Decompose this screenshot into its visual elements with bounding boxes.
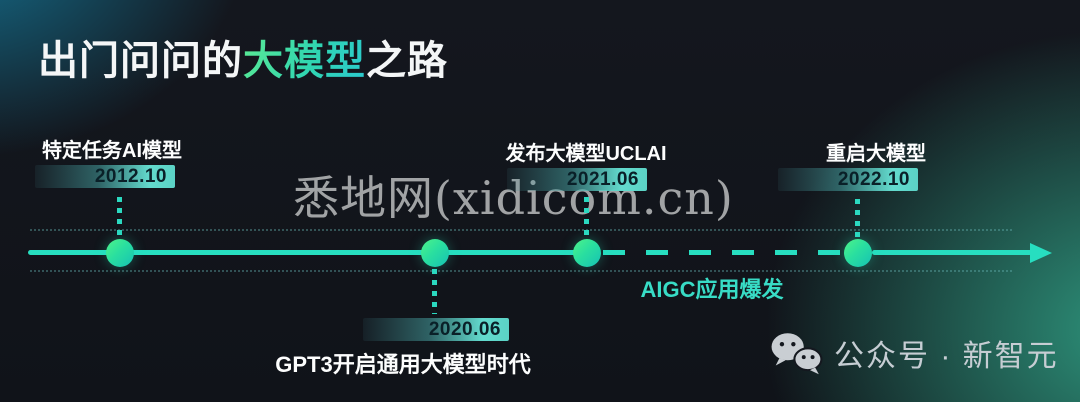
timeline-solid-segment-1 bbox=[28, 250, 588, 255]
milestone-date: 2012.10 bbox=[94, 165, 167, 187]
footer-account-label: 公众号 · 新智元 bbox=[834, 340, 1059, 373]
aigc-annotation: AIGC应用爆发 bbox=[640, 277, 784, 302]
dotted-connector bbox=[584, 197, 589, 237]
milestone-date-badge: 2022.10 bbox=[778, 168, 918, 191]
timeline-node-2022 bbox=[844, 239, 872, 267]
footer-branding: 公众号 · 新智元 bbox=[770, 331, 1059, 375]
milestone-label: GPT3开启通用大模型时代 bbox=[275, 352, 531, 377]
timeline-node-2012 bbox=[106, 239, 134, 267]
dotted-guide-line-top bbox=[30, 229, 1012, 231]
milestone-label: 特定任务AI模型 bbox=[42, 140, 182, 162]
timeline-node-2020 bbox=[421, 239, 449, 267]
dotted-guide-line-bottom bbox=[30, 270, 1012, 272]
timeline-dashed-segment bbox=[603, 250, 846, 255]
milestone-label: 发布大模型UCLAI bbox=[505, 143, 667, 165]
arrow-head-icon bbox=[1030, 243, 1052, 263]
timeline-node-2021 bbox=[573, 239, 601, 267]
title-highlight: 大模型 bbox=[243, 39, 366, 83]
milestone-date: 2022.10 bbox=[837, 168, 910, 190]
dotted-connector bbox=[117, 197, 122, 237]
timeline-solid-segment-2 bbox=[872, 250, 1032, 255]
milestone-date: 2021.06 bbox=[566, 168, 639, 190]
title-suffix: 之路 bbox=[366, 39, 448, 83]
milestone-date-badge: 2021.06 bbox=[507, 168, 647, 191]
milestone-date: 2020.06 bbox=[428, 318, 501, 340]
milestone-date-badge: 2012.10 bbox=[35, 165, 175, 188]
page-title: 出门问问的大模型之路 bbox=[38, 28, 448, 86]
dotted-connector bbox=[855, 199, 860, 237]
milestone-label: 重启大模型 bbox=[826, 143, 926, 165]
title-prefix: 出门问问的 bbox=[38, 39, 243, 83]
dotted-connector bbox=[432, 269, 437, 314]
wechat-icon bbox=[771, 333, 823, 375]
milestone-date-badge: 2020.06 bbox=[363, 318, 509, 341]
